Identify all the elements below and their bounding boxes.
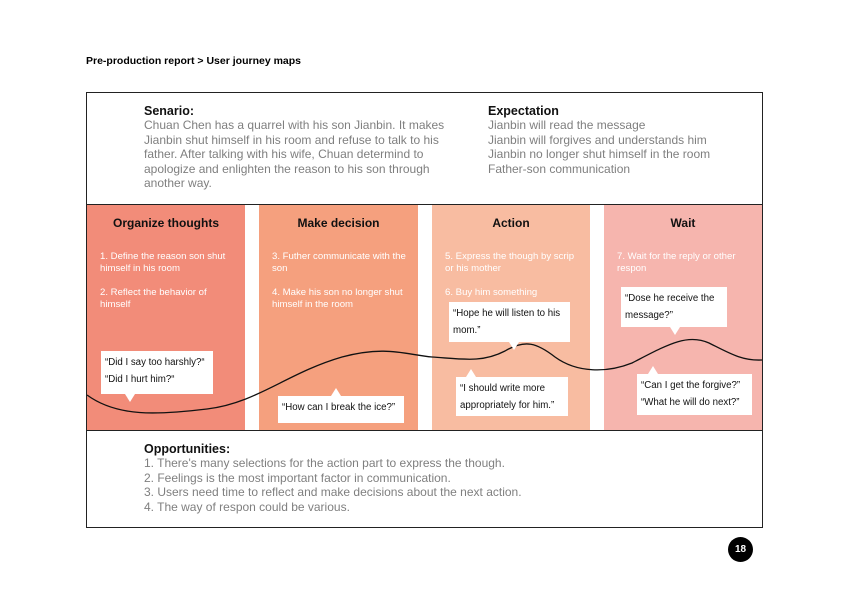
scenario-line: father. After talking with his wife, Chu… [144, 147, 424, 162]
thought-bubble: “I should write more appropriately for h… [456, 377, 568, 416]
scenario-line: Jianbin shut himself in his room and ref… [144, 132, 439, 147]
scenario-line: another way. [144, 176, 212, 191]
bubble-text: “Dose he receive the [625, 293, 715, 304]
bubble-text: “Can I get the forgive?” [641, 380, 741, 391]
emotion-curve [87, 338, 762, 414]
bubble-text: “How can I break the ice?” [282, 402, 396, 413]
scenario-line: Chuan Chen has a quarrel with his son Ji… [144, 118, 445, 132]
thought-bubble: “Can I get the forgive?” “What he will d… [637, 374, 752, 415]
stage-title: Wait [670, 216, 696, 230]
stage-item: 2. Reflect the behavior of himself [100, 287, 207, 310]
thought-bubble: “Hope he will listen to his mom.” [449, 302, 570, 342]
bubble-text: “Did I hurt him?“ [105, 374, 175, 385]
bubble-text: message?” [625, 310, 673, 321]
expectation-line: Father-son communication [488, 161, 631, 176]
stage-item: 4. Make his son no longer shut himself i… [272, 287, 403, 310]
stage-title: Make decision [297, 216, 380, 230]
scenario-line: apologize and enlighten the reason to hi… [144, 161, 430, 176]
bubble-tail [125, 394, 135, 402]
stage-item: 6. Buy him something [445, 287, 538, 298]
bubble-tail [509, 342, 519, 350]
thought-bubble: “How can I break the ice?” [278, 396, 404, 423]
bubble-text: “What he will do next?” [641, 397, 740, 408]
breadcrumb: Pre-production report > User journey map… [86, 55, 302, 67]
bubble-text: “Did I say too harshly?“ [105, 357, 205, 368]
bubble-tail [670, 327, 680, 335]
journey-map-frame: Senario: Chuan Chen has a quarrel with h… [86, 92, 763, 528]
scenario-block: Senario: Chuan Chen has a quarrel with h… [144, 104, 459, 191]
stage-title: Action [492, 216, 530, 230]
stage-item: 5. Express the though by scrip or his mo… [445, 251, 575, 274]
bubble-text: mom.” [453, 325, 481, 336]
opportunity-line: 4. The way of respon could be various. [144, 499, 350, 514]
thought-bubble: “Dose he receive the message?” [621, 287, 727, 327]
expectation-title: Expectation [488, 104, 559, 118]
stage-item: 7. Wait for the reply or other respon [617, 251, 736, 274]
bubble-tail [648, 366, 658, 374]
expectation-line: Jianbin will read the message [488, 118, 646, 132]
scenario-text: Chuan Chen has a quarrel with his son Ji… [144, 118, 459, 191]
page-number: 18 [728, 537, 753, 562]
bubble-text: appropriately for him.” [460, 400, 555, 411]
opportunities-text: 1. There's many selections for the actio… [144, 456, 704, 514]
opportunity-line: 1. There's many selections for the actio… [144, 456, 505, 470]
stage-item: 3. Futher communicate with the son [272, 251, 406, 274]
opportunity-line: 3. Users need time to reflect and make d… [144, 485, 522, 500]
top-section: Senario: Chuan Chen has a quarrel with h… [87, 93, 762, 204]
opportunities-block: Opportunities: 1. There's many selection… [144, 442, 704, 514]
opportunity-line: 2. Feelings is the most important factor… [144, 470, 451, 485]
expectation-text: Jianbin will read the message Jianbin wi… [488, 118, 748, 176]
journey-stages: Organize thoughts 1. Define the reason s… [87, 204, 762, 431]
scenario-title: Senario: [144, 104, 195, 118]
expectation-block: Expectation Jianbin will read the messag… [488, 104, 748, 176]
thought-bubble: “Did I say too harshly?“ “Did I hurt him… [101, 351, 213, 394]
expectation-line: Jianbin no longer shut himself in the ro… [488, 147, 711, 162]
bubble-text: “I should write more [460, 383, 546, 394]
expectation-line: Jianbin will forgives and understands hi… [488, 132, 707, 147]
bubble-tail [331, 388, 341, 396]
bubble-text: “Hope he will listen to his [453, 308, 561, 319]
bubble-tail [466, 369, 476, 377]
opportunities-title: Opportunities: [144, 442, 231, 456]
stage-title: Organize thoughts [113, 216, 219, 230]
stage-item: 1. Define the reason son shut himself in… [100, 251, 226, 274]
